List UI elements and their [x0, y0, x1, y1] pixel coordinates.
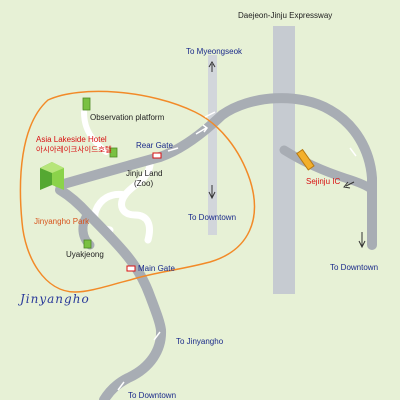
- rear-gate-label: Rear Gate: [136, 141, 173, 150]
- arrow-down-downtown-mid: [208, 185, 216, 200]
- myeongseok-road: [208, 55, 217, 235]
- jinju-land-building-icon: [109, 147, 118, 158]
- jinyangho-lake-label: Jinyangho: [20, 292, 90, 306]
- arrow-main-road-2: [117, 381, 125, 391]
- to-downtown-right-label: To Downtown: [330, 263, 379, 272]
- road-arrows: [117, 61, 366, 391]
- uyakjeong-label: Uyakjeong: [66, 250, 104, 259]
- arrow-connector-3: [349, 147, 357, 157]
- park-path-obs: [81, 109, 109, 155]
- hotel-building-icon: [40, 162, 64, 190]
- arrow-up-myeongseok: [208, 61, 216, 72]
- observation-building-icon: [82, 97, 91, 111]
- arrow-connector-1: [195, 124, 209, 135]
- zoo-label: (Zoo): [134, 179, 154, 188]
- to-myeongseok-label: To Myeongseok: [186, 47, 243, 56]
- park-path-loop: [118, 161, 154, 244]
- arrow-connector-4: [167, 147, 179, 152]
- interchange-icon: [296, 148, 315, 171]
- to-downtown-bottom-label: To Downtown: [128, 391, 177, 400]
- interchange-ramp: [279, 145, 377, 195]
- rear-gate-icon: [152, 152, 162, 159]
- expressway-label: Daejeon-Jinju Expressway: [238, 11, 333, 20]
- arrow-main-road-1: [153, 331, 161, 341]
- main-gate-icon: [126, 265, 136, 272]
- connector-road: [55, 93, 377, 250]
- to-downtown-mid-label: To Downtown: [188, 213, 237, 222]
- uyakjeong-pavilion-icon: [83, 239, 92, 249]
- main-gate-label: Main Gate: [138, 264, 175, 273]
- hotel-english-label: Asia Lakeside Hotel: [36, 135, 107, 144]
- jinyangho-park-label: Jinyangho Park: [34, 217, 90, 226]
- arrow-sejinju: [343, 181, 355, 189]
- sejinju-ic-label: Sejinju IC: [306, 177, 341, 186]
- observation-platform-label: Observation platform: [90, 113, 165, 122]
- arrow-down-expressway: [358, 232, 366, 249]
- expressway-road: [273, 26, 295, 294]
- arrow-connector-2: [204, 111, 216, 118]
- jinju-land-label: Jinju Land: [126, 169, 163, 178]
- hotel-korean-label: 아시아레이크사이드호텔: [36, 145, 112, 154]
- jinyangho-park-boundary: [19, 90, 256, 293]
- to-jinyangho-label: To Jinyangho: [176, 337, 224, 346]
